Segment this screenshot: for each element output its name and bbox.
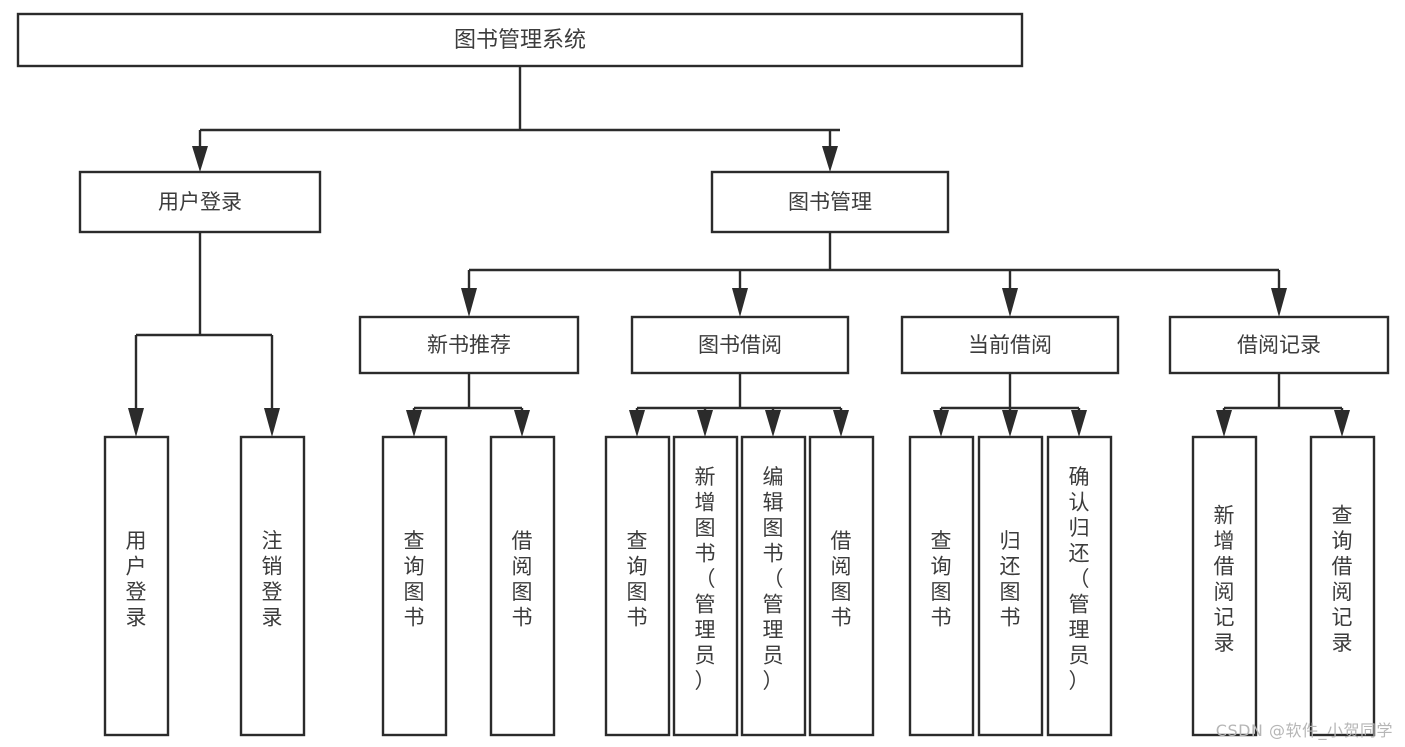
node-user-login[interactable]: 用户登录 <box>78 170 322 234</box>
arrowhead-book-mgmt <box>822 146 838 172</box>
arrowhead-book-borrow-leaf-1 <box>697 410 713 437</box>
connectors-new-book-to-leaves <box>406 373 530 437</box>
connectors-current-borrow-to-leaves <box>933 373 1087 437</box>
leaf-add-borrow-record-label: 新增借阅记录 <box>1214 503 1235 655</box>
leaf-node[interactable]: 注销登录 <box>239 435 306 737</box>
leaf-query-book-current-box[interactable] <box>908 435 975 737</box>
leaf-user-login-label: 用户登录 <box>126 529 147 630</box>
leaf-query-borrow-record-box[interactable] <box>1309 435 1376 737</box>
arrowhead-book-borrow-leaf-0 <box>629 410 645 437</box>
leaf-node[interactable]: 查询图书 <box>381 435 448 737</box>
leaf-user-login-box[interactable] <box>103 435 170 737</box>
node-user-login-label: 用户登录 <box>158 190 242 214</box>
leaf-node[interactable]: 借阅图书 <box>808 435 875 737</box>
leaf-node[interactable]: 新增图书（管理员） <box>672 435 739 737</box>
node-user-login-box[interactable] <box>78 170 322 234</box>
arrowhead-current-borrow <box>1002 288 1018 317</box>
arrowhead-new-book-leaf-1 <box>514 410 530 437</box>
arrowhead-borrow-record-leaf-0 <box>1216 410 1232 437</box>
connectors-book-borrow-to-leaves <box>629 373 849 437</box>
leaf-borrow-book-box[interactable] <box>808 435 875 737</box>
leaf-return-book-label: 归还图书 <box>1000 529 1021 630</box>
arrowhead-borrow-record <box>1271 288 1287 317</box>
leaf-query-book-recommend-label: 查询图书 <box>404 529 425 630</box>
arrowhead-current-borrow-leaf-1 <box>1002 410 1018 437</box>
leaf-confirm-return-label: 确认归还（管理员） <box>1069 465 1090 693</box>
node-borrow-record-label: 借阅记录 <box>1237 333 1321 357</box>
leaf-node[interactable]: 借阅图书 <box>489 435 556 737</box>
node-book-borrow-label: 图书借阅 <box>698 333 782 357</box>
leaf-logout-label: 注销登录 <box>262 529 283 630</box>
arrowhead-book-borrow-leaf-2 <box>765 410 781 437</box>
node-book-management-label: 图书管理 <box>788 190 872 214</box>
connectors-borrow-record-to-leaves <box>1216 373 1350 437</box>
node-new-book-recommend-label: 新书推荐 <box>427 333 511 357</box>
leaf-edit-book-box[interactable] <box>740 435 807 737</box>
leaf-node[interactable]: 查询借阅记录 <box>1309 435 1376 737</box>
leaf-return-book-box[interactable] <box>977 435 1044 737</box>
leaf-add-borrow-record-box[interactable] <box>1191 435 1258 737</box>
node-new-book-recommend[interactable]: 新书推荐 <box>358 315 580 375</box>
arrowhead-book-borrow <box>732 288 748 317</box>
leaf-add-book-box[interactable] <box>672 435 739 737</box>
leaf-query-borrow-record-label: 查询借阅记录 <box>1332 503 1353 655</box>
leaf-node[interactable]: 确认归还（管理员） <box>1046 435 1113 737</box>
leaf-node[interactable]: 归还图书 <box>977 435 1044 737</box>
node-book-borrow-box[interactable] <box>630 315 850 375</box>
leaf-borrow-book-recommend-box[interactable] <box>489 435 556 737</box>
arrowhead-current-borrow-leaf-2 <box>1071 410 1087 437</box>
arrowhead-user-login <box>192 146 208 172</box>
arrowhead-user-login-leaf-0 <box>128 408 144 437</box>
arrowhead-new-book <box>461 288 477 317</box>
leaf-edit-book-label: 编辑图书（管理员） <box>763 465 784 693</box>
leaf-node[interactable]: 查询图书 <box>908 435 975 737</box>
leaf-node[interactable]: 编辑图书（管理员） <box>740 435 807 737</box>
node-book-management-box[interactable] <box>710 170 950 234</box>
leaf-add-book-label: 新增图书（管理员） <box>695 465 716 693</box>
connectors-user-login-to-leaves <box>128 232 280 437</box>
leaf-query-book-borrow-box[interactable] <box>604 435 671 737</box>
leaf-borrow-book-label: 借阅图书 <box>831 529 852 630</box>
node-current-borrow-label: 当前借阅 <box>968 333 1052 357</box>
node-root[interactable]: 图书管理系统 <box>16 12 1024 68</box>
node-book-borrow[interactable]: 图书借阅 <box>630 315 850 375</box>
leaf-logout-box[interactable] <box>239 435 306 737</box>
leaf-confirm-return-box[interactable] <box>1046 435 1113 737</box>
arrowhead-book-borrow-leaf-3 <box>833 410 849 437</box>
leaf-node[interactable]: 新增借阅记录 <box>1191 435 1258 737</box>
node-borrow-record[interactable]: 借阅记录 <box>1168 315 1390 375</box>
leaf-node[interactable]: 用户登录 <box>103 435 170 737</box>
arrowhead-borrow-record-leaf-1 <box>1334 410 1350 437</box>
node-root-box[interactable] <box>16 12 1024 68</box>
leaf-query-book-recommend-box[interactable] <box>381 435 448 737</box>
leaf-borrow-book-recommend-label: 借阅图书 <box>512 529 533 630</box>
arrowhead-new-book-leaf-0 <box>406 410 422 437</box>
arrowhead-user-login-leaf-1 <box>264 408 280 437</box>
leaf-query-book-borrow-label: 查询图书 <box>627 529 648 630</box>
node-new-book-recommend-box[interactable] <box>358 315 580 375</box>
node-current-borrow-box[interactable] <box>900 315 1120 375</box>
node-book-management[interactable]: 图书管理 <box>710 170 950 234</box>
leaf-query-book-current-label: 查询图书 <box>931 529 952 630</box>
node-root-label: 图书管理系统 <box>454 28 586 53</box>
connectors-book-mgmt-to-level3 <box>461 232 1287 317</box>
node-current-borrow[interactable]: 当前借阅 <box>900 315 1120 375</box>
node-borrow-record-box[interactable] <box>1168 315 1390 375</box>
arrowhead-current-borrow-leaf-0 <box>933 410 949 437</box>
leaf-node[interactable]: 查询图书 <box>604 435 671 737</box>
connectors-root-to-level2 <box>192 66 840 172</box>
